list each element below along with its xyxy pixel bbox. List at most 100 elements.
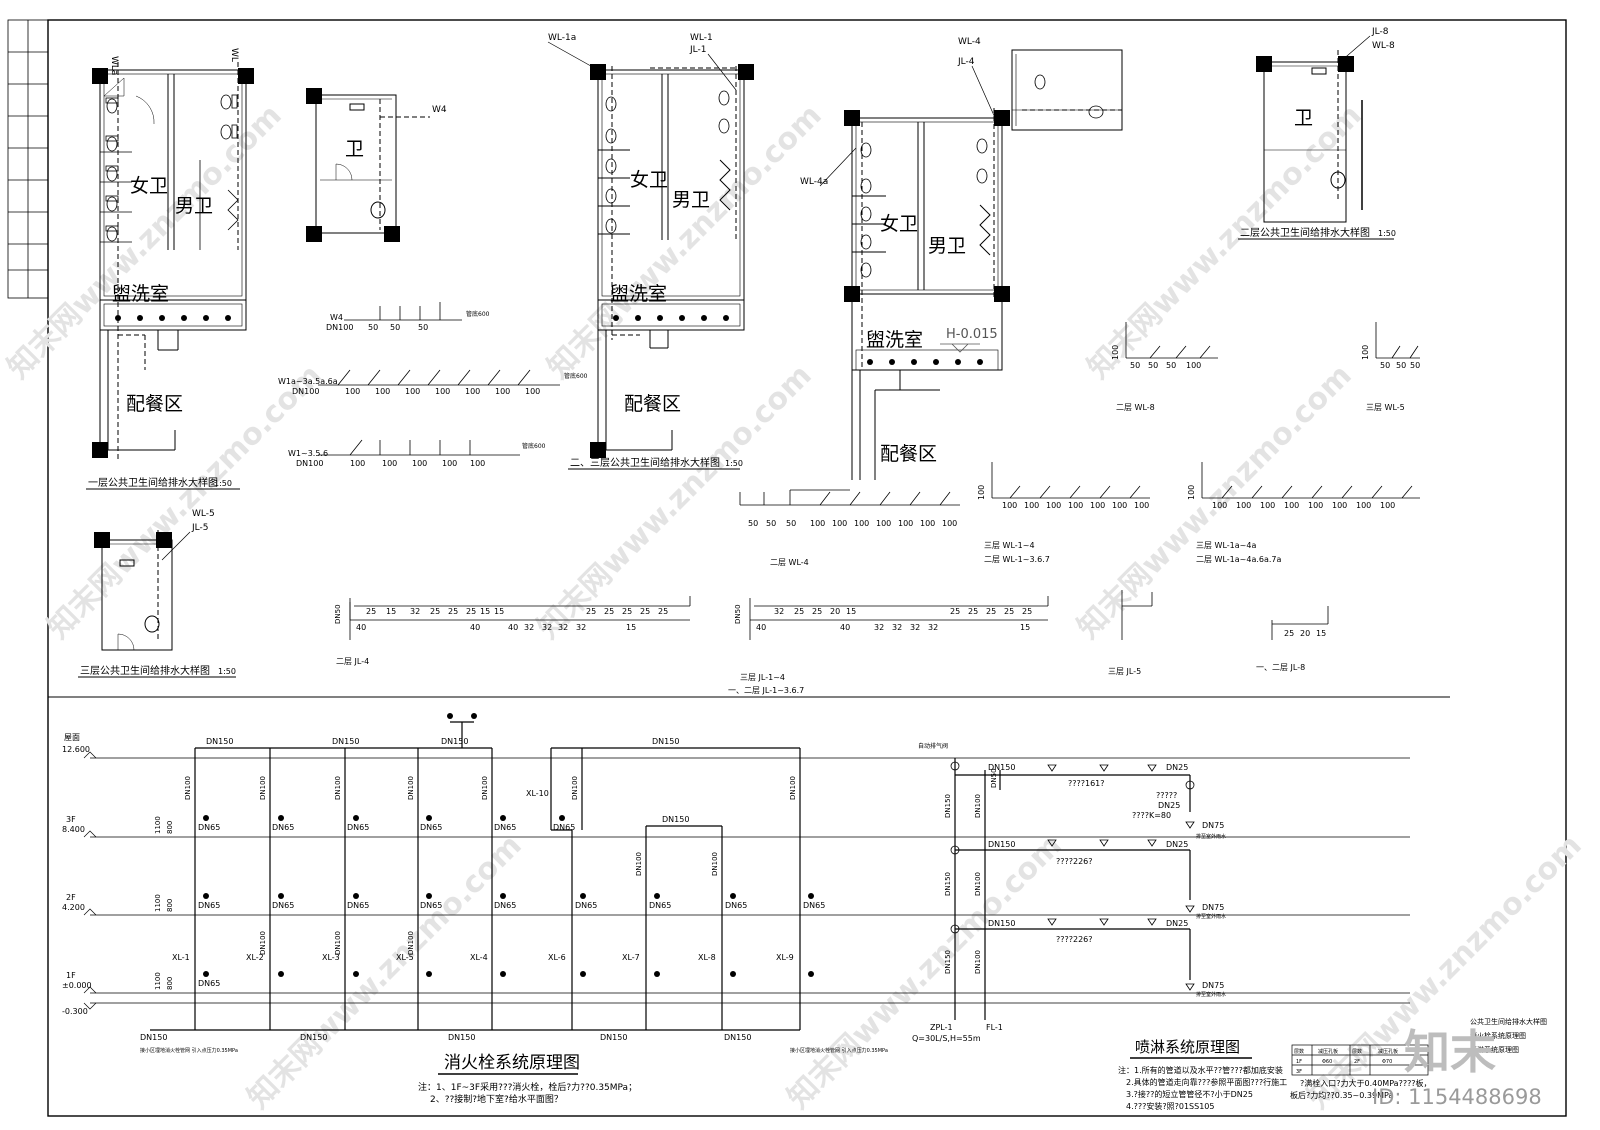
hydrant-dn100: DN100	[259, 776, 267, 800]
iso-label-wl1-367: 二层 WL-1~3.6.7	[984, 555, 1050, 564]
drain-wl1-4-size: 100	[1024, 501, 1039, 510]
valve-table-cell: 1F	[1296, 1059, 1302, 1065]
sprinkler-pipes	[954, 758, 1191, 1020]
hydrant-riser-labels: XL-1 XL-2 XL-3 XL-5 XL-4 XL-6 XL-7 XL-8 …	[172, 789, 794, 962]
sprinkler-dn150: DN150	[988, 919, 1015, 928]
hydrant-dn65: DN65	[347, 901, 369, 910]
drain-iso-wl5	[1375, 322, 1420, 359]
hydrant-dn100: DN100	[481, 776, 489, 800]
wl4-columns	[844, 110, 1010, 302]
iso-label-wl1-4: 三层 WL-1~4	[984, 541, 1035, 550]
floor23-tag-wl1: WL-1	[690, 33, 713, 43]
floor23-room-wash: 盥洗室	[610, 283, 667, 305]
sprinkler-kfactor: ????K=80	[1132, 811, 1171, 820]
hydrant-dn65: DN65	[420, 901, 442, 910]
supply-jl1-bottom-size: 32	[892, 623, 902, 632]
hydrant-heights: 1100 800 1100 800 1100 800	[154, 816, 174, 990]
floor2-small-plan	[1263, 50, 1363, 223]
hydrant-dn65-labels: DN65 DN65 DN65 DN65 DN65 DN65 DN65 DN65 …	[198, 823, 825, 988]
drain-wl8-riser: 100	[1111, 345, 1120, 360]
hydrant-riser-xl8: XL-8	[698, 953, 716, 962]
supply-jl4-top-size: 15	[480, 607, 490, 616]
valve-table-cell: 2F	[1354, 1059, 1360, 1065]
supply-jl1-top-size: 25	[1004, 607, 1014, 616]
hydrant-riser-xl10: XL-10	[526, 789, 549, 798]
drain-iso-wl4	[739, 489, 960, 506]
hydrant-dn65: DN65	[420, 823, 442, 832]
hydrant-dn150: DN150	[300, 1033, 327, 1042]
wl4-toilet-plan	[851, 49, 1123, 480]
hydrant-dn100: DN100	[789, 776, 797, 800]
drain-w4-name: W4	[330, 313, 343, 322]
hydrant-level-2f: 2F	[66, 893, 76, 902]
floor1-tag-wla: WLa	[109, 56, 119, 75]
hydrant-levels: 屋面 12.600 3F 8.400 2F 4.200 1F ±0.000 -0…	[62, 733, 92, 1016]
supply-jl1-top-size: 25	[812, 607, 822, 616]
hydrant-dn65: DN65	[803, 901, 825, 910]
supply-jl1-top-size: 15	[846, 607, 856, 616]
valve-table-note-1: ?满栓入口?力大于0.40MPa????板，	[1300, 1078, 1432, 1088]
floor3-small-scale: 1:50	[218, 667, 236, 676]
floor1-wash-basins	[115, 315, 231, 321]
supply-iso-jl1	[749, 596, 1049, 640]
hydrant-dn65: DN65	[494, 823, 516, 832]
sprinkler-note-3: 3.?接??的短立管管径不?小于DN25	[1126, 1089, 1253, 1099]
wl4-tag-wl4a: WL-4a	[800, 177, 828, 187]
wl4-room-men: 男卫	[928, 235, 966, 257]
sprinkler-dn150: DN150	[988, 840, 1015, 849]
hydrant-dn150: DN150	[441, 737, 468, 746]
drawing-list-item-3: 喷淋系统原理图	[1470, 1045, 1519, 1054]
wl4-fixtures	[860, 74, 1104, 278]
drain-w1a-sizes: 100 100 100 100 100 100 100	[345, 387, 540, 396]
sprinkler-dn100-riser: DN100	[974, 794, 982, 818]
hydrant-dn65: DN65	[575, 901, 597, 910]
drain-wl8-size: 50	[1166, 361, 1176, 370]
drawing-frame	[47, 19, 1567, 1117]
hydrant-dn65: DN65	[198, 979, 220, 988]
floor1-caption: 一层公共卫生间给排水大样图	[88, 476, 218, 489]
sprinkler-zpl: ZPL-1	[930, 1023, 953, 1032]
drawing-list: 公共卫生间给排水大样图 消火栓系统原理图 喷淋系统原理图	[1470, 1017, 1547, 1054]
drain-wl1a-size: 100	[1380, 501, 1395, 510]
hydrant-h1100: 1100	[154, 894, 162, 912]
iso-label-wl4: 二层 WL-4	[770, 558, 809, 567]
supply-jl4-top-sizes: 25 15 32 25 25 25 15 15 25 25 25 25 25	[366, 607, 668, 616]
valve-table	[1291, 1044, 1429, 1076]
floor23-columns	[590, 64, 754, 458]
drain-wl4-size: 100	[898, 519, 913, 528]
w4-columns	[306, 88, 400, 242]
drain-wl4-size: 50	[786, 519, 796, 528]
drain-iso-wl8	[1125, 322, 1218, 359]
iso-label-wl1a-4a67: 二层 WL-1a~4a.6a.7a	[1196, 555, 1282, 564]
sprinkler-note-1: 注：1.所有的管道以及水平??管???都加底安装	[1118, 1065, 1283, 1075]
supply-jl4-top-size: 25	[640, 607, 650, 616]
hydrant-dn65: DN65	[272, 901, 294, 910]
supply-jl1-top-size: 25	[968, 607, 978, 616]
hydrant-level-3f: 3F	[66, 815, 76, 824]
supply-jl1-bottom-size: 32	[910, 623, 920, 632]
watermark-id: ID: 1154488698	[1372, 1085, 1542, 1109]
drain-wl4-size: 50	[766, 519, 776, 528]
drain-iso-w4	[344, 302, 462, 321]
valve-table-header: 层数	[1294, 1048, 1304, 1055]
hydrant-level-1f-elev: ±0.000	[62, 981, 92, 990]
drain-wl4-size: 100	[832, 519, 847, 528]
sprinkler-drain-note: 排至室外雨水	[1196, 913, 1226, 920]
drain-wl4-size: 100	[920, 519, 935, 528]
drain-wl5-size: 50	[1410, 361, 1420, 370]
valve-table-header: 减压孔板	[1318, 1048, 1338, 1055]
sprinkler-dn150-riser: DN150	[944, 950, 952, 974]
iso-label-wl1a-4a: 三层 WL-1a~4a	[1196, 541, 1256, 550]
drain-wl4-size: 100	[942, 519, 957, 528]
drain-w1a-size: 100	[345, 387, 360, 396]
hydrant-level-roof-elev: 12.600	[62, 745, 90, 754]
watermark-logo: 知末	[1404, 1025, 1496, 1079]
floor1-tag-wl: WL	[229, 48, 239, 62]
valve-table-note-2: 板后?力均??0.35~0.39MPa	[1290, 1090, 1393, 1100]
drain-iso-w1	[318, 439, 520, 456]
w4-toilet-plan	[315, 94, 430, 234]
drain-w1-size: 100	[350, 459, 365, 468]
supply-jl4-bottom-size: 40	[356, 623, 366, 632]
floor23-room-men: 男卫	[672, 189, 710, 211]
hydrant-pipes	[150, 721, 801, 1031]
